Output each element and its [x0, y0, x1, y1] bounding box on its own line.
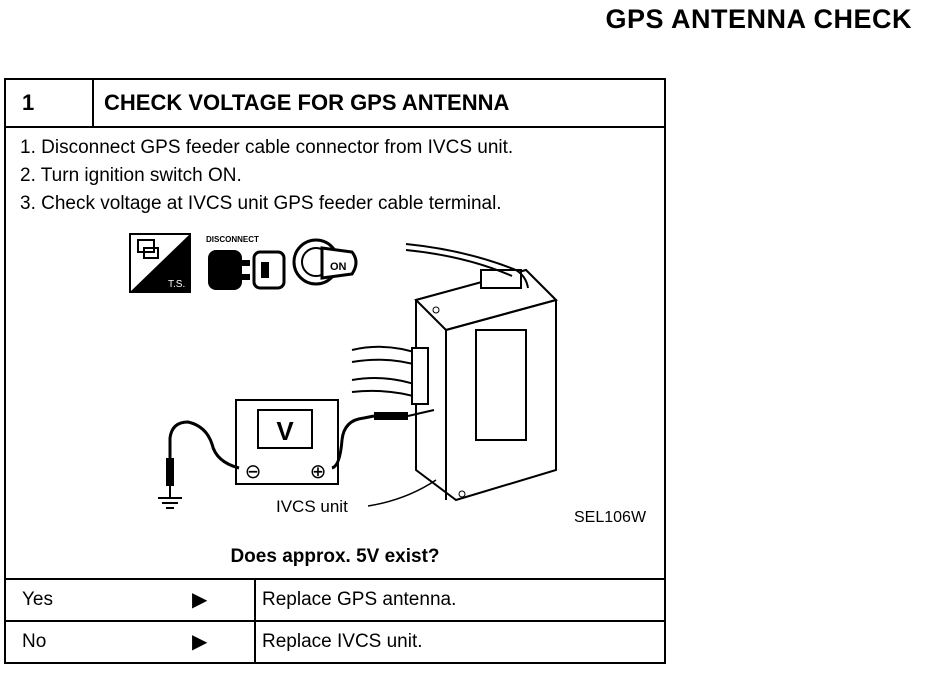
instruction-item: 2. Turn ignition switch ON. [20, 165, 242, 186]
meter-positive-terminal: ⊕ [310, 459, 327, 483]
page-title: GPS ANTENNA CHECK [605, 4, 912, 34]
ignition-key-on-icon: ON [292, 238, 358, 286]
answer-label: Yes [22, 589, 53, 610]
step-number: 1 [6, 80, 94, 126]
meter-label: V [276, 416, 294, 446]
column-divider [254, 622, 256, 662]
answer-result: Replace IVCS unit. [262, 631, 423, 652]
answer-row-yes: Yes ▶ Replace GPS antenna. [6, 578, 664, 620]
arrow-right-icon: ▶ [192, 589, 208, 611]
test-station-icon: T.S. [129, 233, 191, 293]
voltage-check-diagram: T.S. DISCONNECT ON [129, 233, 647, 526]
figure-code: SEL106W [574, 509, 647, 526]
instruction-item: 1. Disconnect GPS feeder cable connector… [20, 137, 514, 158]
meter-negative-terminal: ⊖ [245, 459, 262, 483]
disconnect-connector-icon: DISCONNECT [206, 235, 286, 290]
inspection-step-table: 1 CHECK VOLTAGE FOR GPS ANTENNA 1. Disco… [4, 78, 666, 664]
step-header: 1 CHECK VOLTAGE FOR GPS ANTENNA [6, 80, 664, 128]
step-title: CHECK VOLTAGE FOR GPS ANTENNA [104, 90, 510, 115]
disconnect-label: DISCONNECT [206, 235, 259, 244]
on-label: ON [330, 261, 347, 273]
answer-result: Replace GPS antenna. [262, 589, 457, 610]
answer-label: No [22, 631, 47, 652]
ivcs-unit-drawing [351, 243, 558, 502]
instruction-item: 3. Check voltage at IVCS unit GPS feeder… [20, 193, 502, 214]
voltmeter-drawing: V ⊖ ⊕ [158, 399, 435, 509]
diagnostic-question: Does approx. 5V exist? [230, 546, 440, 567]
ts-label: T.S. [168, 279, 185, 290]
arrow-right-icon: ▶ [192, 631, 208, 653]
ivcs-unit-label: IVCS unit [276, 497, 348, 516]
column-divider [254, 580, 256, 620]
instruction-list: 1. Disconnect GPS feeder cable connector… [20, 134, 513, 218]
answer-row-no: No ▶ Replace IVCS unit. [6, 620, 664, 662]
